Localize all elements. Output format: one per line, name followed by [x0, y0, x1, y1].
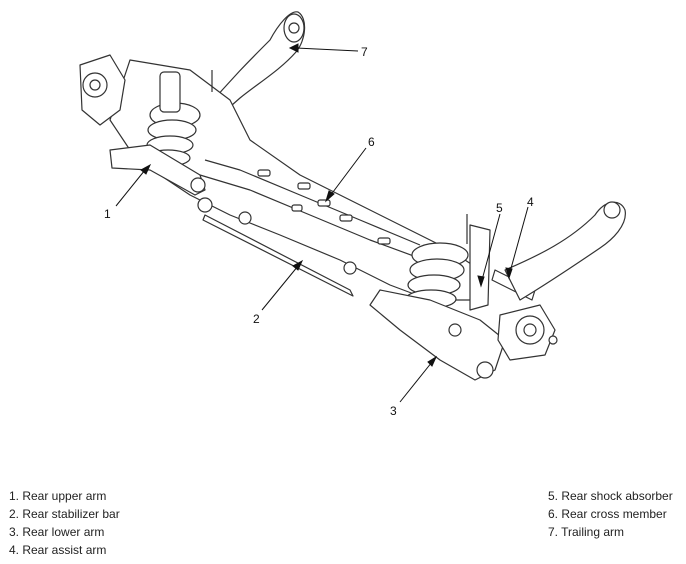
rear-upper-arm-left	[109, 144, 206, 196]
callout-5: 5	[496, 201, 503, 215]
legend-left: 1. Rear upper arm 2. Rear stabilizer bar…	[9, 487, 120, 559]
trailing-arm-left	[204, 11, 306, 121]
rear-stabilizer-bar	[202, 214, 354, 297]
legend-item-rear-shock-absorber: 5. Rear shock absorber	[548, 489, 673, 503]
trailing-arm-bushing	[283, 13, 305, 43]
legend-item-rear-upper-arm: 1. Rear upper arm	[9, 489, 107, 503]
legend-item-rear-assist-arm: 4. Rear assist arm	[9, 543, 107, 557]
callout-4: 4	[527, 195, 534, 209]
callout-7: 7	[361, 45, 368, 59]
rear-suspension-diagram: 1 2 3 4 5 6 7	[79, 11, 626, 418]
rear-shock-absorber	[469, 224, 491, 311]
callout-2: 2	[253, 312, 260, 326]
callout-6: 6	[368, 135, 375, 149]
legend-item-trailing-arm: 7. Trailing arm	[548, 525, 625, 539]
legend-item-rear-lower-arm: 3. Rear lower arm	[9, 525, 105, 539]
legend-right: 5. Rear shock absorber 6. Rear cross mem…	[548, 487, 673, 541]
trailing-arm-right	[504, 201, 626, 301]
callout-3: 3	[390, 404, 397, 418]
legend-item-rear-cross-member: 6. Rear cross member	[548, 507, 667, 521]
legend-item-rear-stabilizer-bar: 2. Rear stabilizer bar	[9, 507, 120, 521]
callout-1: 1	[104, 207, 111, 221]
